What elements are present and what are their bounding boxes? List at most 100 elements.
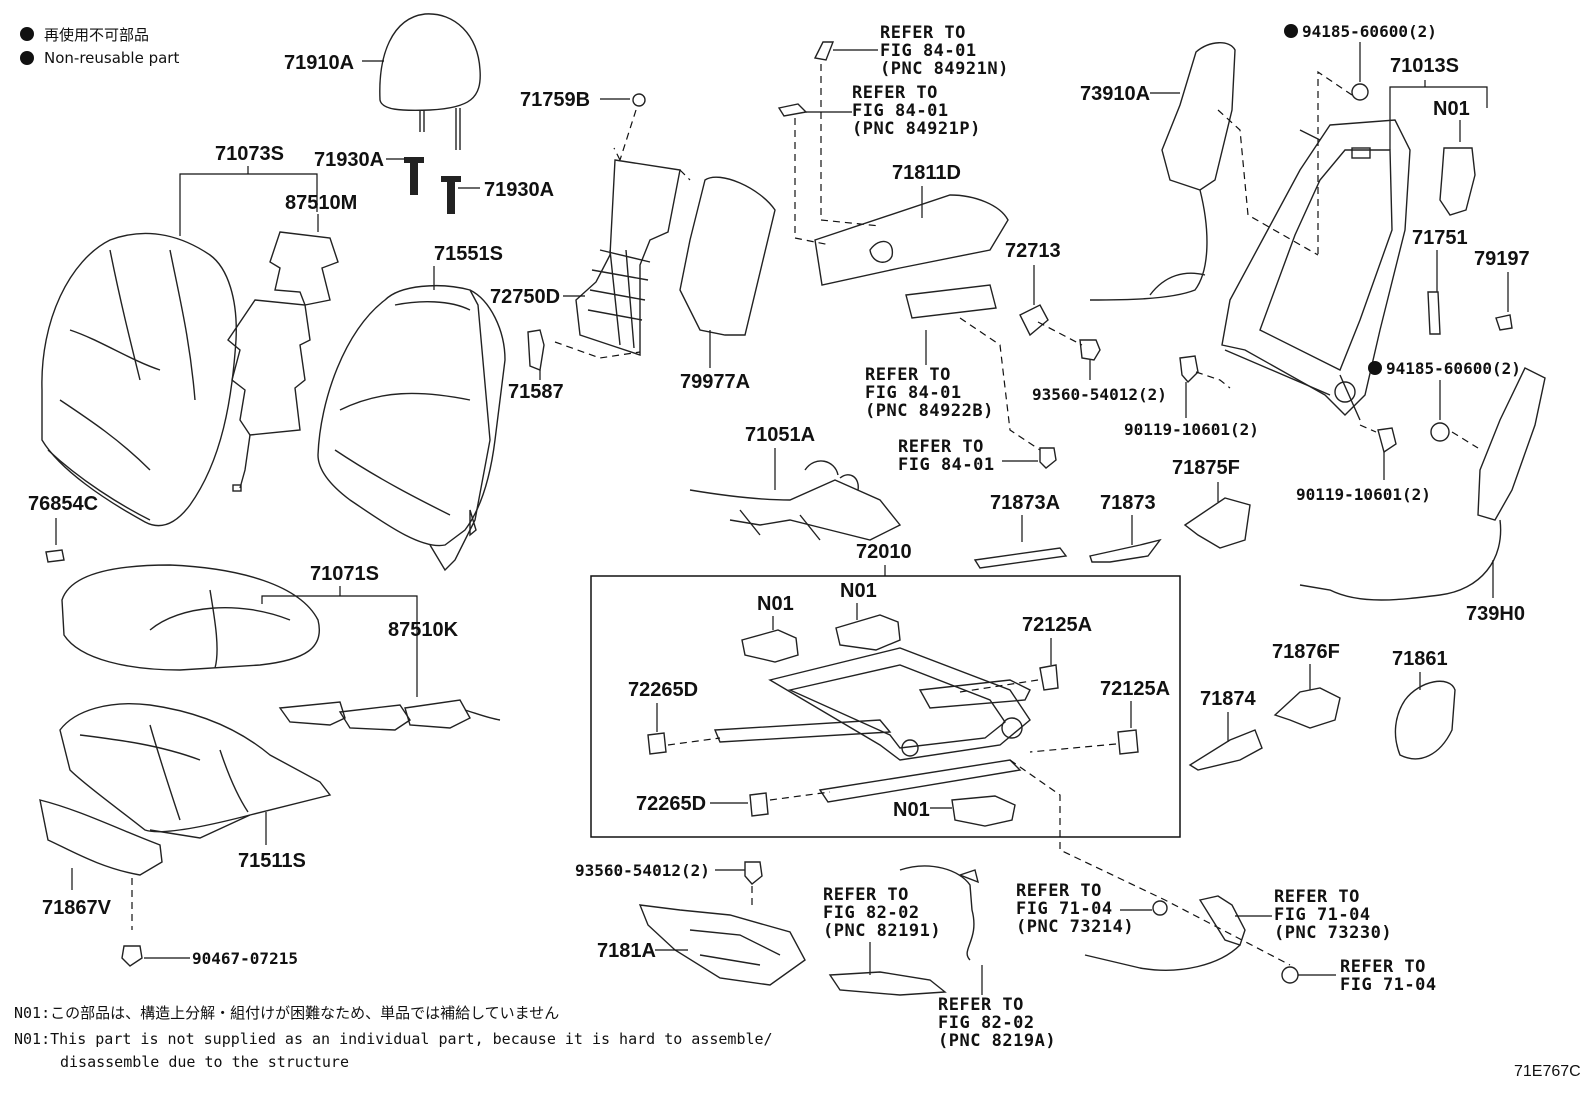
label-71930A-2[interactable]: 71930A xyxy=(484,179,554,201)
cover-71876F-drawing xyxy=(1273,687,1341,729)
non-reusable-mark-icon xyxy=(1368,361,1382,375)
label-71873A[interactable]: 71873A xyxy=(990,492,1060,514)
label-71751[interactable]: 71751 xyxy=(1412,227,1468,249)
side-airbag-73910A-drawing xyxy=(1089,42,1236,301)
screw-93560-2-drawing xyxy=(744,861,763,885)
label-N01-c[interactable]: N01 xyxy=(893,799,930,821)
ref-71-04[interactable]: REFER TO FIG 71-04 xyxy=(1340,957,1437,995)
seatback-cover-drawing xyxy=(41,232,237,527)
ref-73214[interactable]: REFER TO FIG 71-04 (PNC 73214) xyxy=(1016,881,1134,937)
svg-text:REFER TO: REFER TO xyxy=(898,437,984,457)
svg-text:FIG 71-04: FIG 71-04 xyxy=(1340,975,1437,995)
label-76854C[interactable]: 76854C xyxy=(28,493,98,515)
motor-N01-c-drawing xyxy=(951,795,1016,827)
motor-N01-b-drawing xyxy=(835,614,901,651)
label-71930A-1[interactable]: 71930A xyxy=(314,149,384,171)
svg-text:FIG 71-04: FIG 71-04 xyxy=(1016,899,1113,919)
ref-84921N[interactable]: REFER TO FIG 84-01 (PNC 84921N) xyxy=(880,23,1009,79)
non-reusable-bullet-icon xyxy=(20,27,34,41)
bolt-79197-drawing xyxy=(1495,314,1513,331)
label-71874[interactable]: 71874 xyxy=(1200,688,1256,710)
cover-71874-drawing xyxy=(1188,729,1263,771)
label-739H0[interactable]: 739H0 xyxy=(1466,603,1525,625)
label-71073S[interactable]: 71073S xyxy=(215,143,284,165)
partno-93560-1[interactable]: 93560-54012(2) xyxy=(1032,385,1167,404)
bolt-ref-84-01-drawing xyxy=(1039,447,1057,469)
label-72713[interactable]: 72713 xyxy=(1005,240,1061,262)
headrest-drawing xyxy=(379,13,481,150)
label-N01-top[interactable]: N01 xyxy=(1433,98,1470,120)
ref-84922B[interactable]: REFER TO FIG 84-01 (PNC 84922B) xyxy=(865,365,994,421)
nut-94185-drawing xyxy=(1351,83,1369,101)
knob-ref1-drawing xyxy=(813,41,835,61)
label-71861[interactable]: 71861 xyxy=(1392,648,1448,670)
label-72125A-1[interactable]: 72125A xyxy=(1022,614,1092,636)
svg-text:FIG 84-01: FIG 84-01 xyxy=(880,41,977,61)
label-72265D-2[interactable]: 72265D xyxy=(636,793,706,815)
non-reusable-mark-icon xyxy=(1284,24,1298,38)
svg-text:REFER TO: REFER TO xyxy=(865,365,951,385)
svg-text:FIG 82-02: FIG 82-02 xyxy=(823,903,920,923)
nut-73214-drawing xyxy=(1152,900,1168,916)
label-71811D[interactable]: 71811D xyxy=(892,162,961,184)
label-72125A-2[interactable]: 72125A xyxy=(1100,678,1170,700)
partno-94185-1[interactable]: 94185-60600(2) xyxy=(1302,22,1437,41)
note-en-2: disassemble due to the structure xyxy=(60,1053,349,1071)
svg-text:REFER TO: REFER TO xyxy=(1274,887,1360,907)
clip-71587-drawing xyxy=(527,329,545,371)
label-71875F[interactable]: 71875F xyxy=(1172,457,1240,479)
label-71013S[interactable]: 71013S xyxy=(1390,55,1459,77)
ref-84921P[interactable]: REFER TO FIG 84-01 (PNC 84921P) xyxy=(852,83,981,139)
nut-94185-2-drawing xyxy=(1430,422,1450,442)
partno-94185-2[interactable]: 94185-60600(2) xyxy=(1386,359,1521,378)
label-79977A[interactable]: 79977A xyxy=(680,371,750,393)
label-79197[interactable]: 79197 xyxy=(1474,248,1530,270)
partno-90467[interactable]: 90467-07215 xyxy=(192,949,298,968)
ref-82191[interactable]: REFER TO FIG 82-02 (PNC 82191) xyxy=(823,885,941,941)
screw-93560-drawing xyxy=(1079,339,1101,361)
label-71051A[interactable]: 71051A xyxy=(745,424,815,446)
headrest-guide-drawing xyxy=(404,157,461,214)
seat-adjuster-assembly-box xyxy=(590,575,1181,838)
svg-text:FIG 82-02: FIG 82-02 xyxy=(938,1013,1035,1033)
cover-72265D-1-drawing xyxy=(647,732,667,755)
clip-76854C-drawing xyxy=(45,549,65,563)
cushion-heater-drawing xyxy=(278,699,501,731)
label-71876F[interactable]: 71876F xyxy=(1272,641,1340,663)
wire-harness-82191-drawing xyxy=(828,865,980,996)
label-72265D-1[interactable]: 72265D xyxy=(628,679,698,701)
label-87510K[interactable]: 87510K xyxy=(388,619,459,641)
cover-71861-drawing xyxy=(1394,680,1456,760)
partno-90119-1[interactable]: 90119-10601(2) xyxy=(1124,420,1259,439)
ref-84-01[interactable]: REFER TO FIG 84-01 xyxy=(898,437,995,475)
ref-8219A[interactable]: REFER TO FIG 82-02 (PNC 8219A) xyxy=(938,995,1056,1051)
label-N01-b[interactable]: N01 xyxy=(840,580,877,602)
label-71551S[interactable]: 71551S xyxy=(434,243,503,265)
label-71910A[interactable]: 71910A xyxy=(284,52,354,74)
label-7181A[interactable]: 7181A xyxy=(597,940,656,962)
label-71873[interactable]: 71873 xyxy=(1100,492,1156,514)
partno-93560-2[interactable]: 93560-54012(2) xyxy=(575,861,710,880)
label-71587[interactable]: 71587 xyxy=(508,381,564,403)
label-87510M[interactable]: 87510M xyxy=(285,192,357,214)
label-71511S[interactable]: 71511S xyxy=(238,850,306,872)
legend: 再使用不可部品 Non-reusable part xyxy=(20,26,179,67)
clip-90467-drawing xyxy=(121,945,143,967)
partno-90119-2[interactable]: 90119-10601(2) xyxy=(1296,485,1431,504)
label-71867V[interactable]: 71867V xyxy=(42,897,112,919)
label-72750D[interactable]: 72750D xyxy=(490,286,560,308)
ref-73230[interactable]: REFER TO FIG 71-04 (PNC 73230) xyxy=(1274,887,1392,943)
bracket-72713-drawing xyxy=(1019,304,1049,337)
side-shield-71811D-drawing xyxy=(814,194,1009,286)
note-en-1: N01:This part is not supplied as an indi… xyxy=(14,1030,773,1048)
label-71759B[interactable]: 71759B xyxy=(520,89,590,111)
label-N01-a[interactable]: N01 xyxy=(757,593,794,615)
svg-text:(PNC 73214): (PNC 73214) xyxy=(1016,917,1134,937)
label-73910A[interactable]: 73910A xyxy=(1080,83,1150,105)
label-72010[interactable]: 72010 xyxy=(856,541,912,563)
label-71071S[interactable]: 71071S xyxy=(310,563,379,585)
knob-ref2-drawing xyxy=(777,103,808,117)
svg-text:(PNC 82191): (PNC 82191) xyxy=(823,921,941,941)
svg-text:FIG 84-01: FIG 84-01 xyxy=(898,455,995,475)
